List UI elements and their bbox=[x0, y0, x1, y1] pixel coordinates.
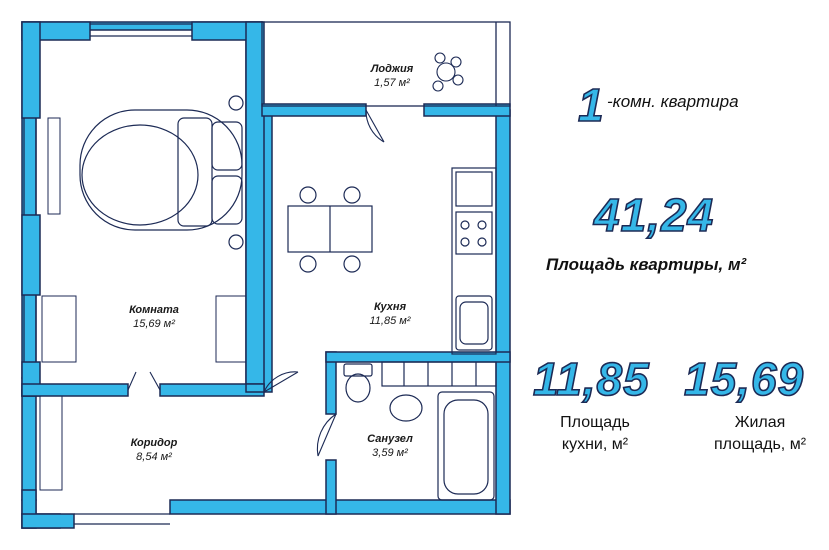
wall-left-top bbox=[21, 21, 41, 119]
kitchen-area-value: 11,85 bbox=[532, 352, 650, 406]
total-area-label: Площадь квартиры, м² bbox=[546, 255, 747, 274]
wall-corr-right bbox=[245, 383, 265, 393]
rooms-count: 1 bbox=[577, 78, 605, 132]
corridor-area: 8,54 м² bbox=[136, 451, 172, 463]
bed bbox=[79, 95, 244, 250]
kitchen-label-line2: кухни, м² bbox=[561, 436, 629, 453]
loggia-outline bbox=[261, 21, 511, 107]
bathroom-name: Санузел bbox=[367, 433, 413, 445]
plant-icon bbox=[432, 52, 464, 92]
living-area-value: 15,69 bbox=[683, 352, 805, 406]
total-area-value: 41,24 bbox=[593, 188, 715, 242]
wall-room-kitchen bbox=[245, 21, 265, 393]
room-name: Комната bbox=[129, 304, 179, 316]
loggia-name: Лоджия bbox=[370, 63, 414, 75]
room-area: 15,69 м² bbox=[133, 318, 175, 330]
kitchen-label-line1: Площадь bbox=[560, 414, 630, 431]
wall-right bbox=[495, 109, 511, 515]
wall-bottom-left bbox=[21, 513, 75, 529]
living-label-line1: Жилая bbox=[734, 414, 786, 431]
radiator bbox=[39, 117, 247, 491]
corridor-name: Коридор bbox=[131, 437, 178, 449]
floor-plan: Лоджия 1,57 м² Комната 15,69 м² Кухня 11… bbox=[21, 21, 511, 529]
kitchen-name: Кухня bbox=[374, 301, 407, 313]
kitchen-set bbox=[287, 167, 497, 355]
living-label-line2: площадь, м² bbox=[713, 436, 807, 453]
wall-kitchen-top-right bbox=[423, 103, 511, 117]
bathroom-fixtures bbox=[343, 361, 497, 501]
living-area-label: Жилая площадь, м² bbox=[695, 412, 825, 456]
rooms-label: -комн. квартира bbox=[607, 92, 739, 111]
kitchen-area-label: Площадь кухни, м² bbox=[530, 412, 660, 456]
kitchen-area: 11,85 м² bbox=[370, 315, 411, 327]
loggia-area: 1,57 м² bbox=[374, 77, 410, 89]
bathroom-area: 3,59 м² bbox=[372, 447, 408, 459]
wall-bath-left-lower bbox=[325, 459, 337, 515]
doors bbox=[127, 109, 385, 457]
wall-left-mid bbox=[21, 214, 41, 296]
wall-bottom-right bbox=[169, 499, 511, 515]
wall-room-bottom bbox=[21, 383, 129, 397]
